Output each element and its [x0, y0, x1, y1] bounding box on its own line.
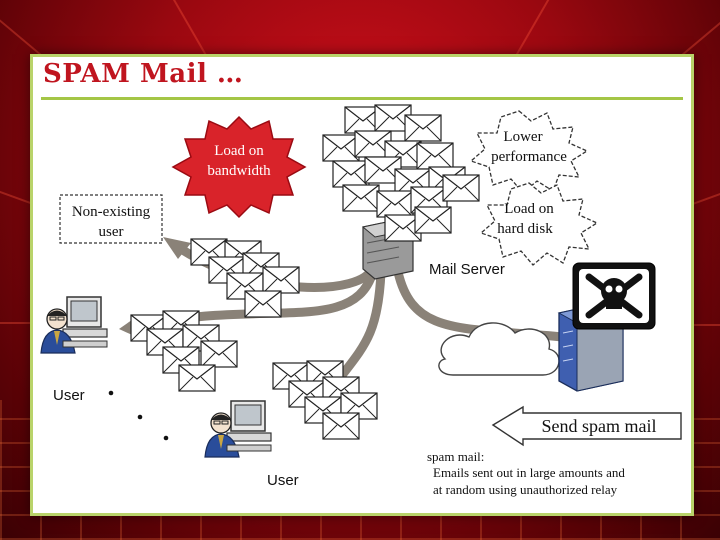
envelope-cluster-bottom [272, 360, 378, 440]
send-spam-label: Send spam mail [542, 416, 657, 436]
cloud-icon [438, 322, 560, 376]
ellipsis-dot [137, 414, 143, 420]
performance-label-2: performance [491, 149, 567, 165]
send-spam-arrow [491, 405, 682, 447]
title-rule [41, 97, 683, 100]
bandwidth-label-1: Load on [214, 143, 264, 159]
envelope-cluster-left-top [190, 238, 300, 318]
user-left-label: User [53, 387, 85, 404]
user-bottom-label: User [267, 472, 299, 489]
user-computer-icon [204, 400, 272, 458]
performance-label-1: Lower [503, 129, 542, 145]
mail-server-label: Mail Server [429, 261, 505, 278]
non-existing-user-box [59, 194, 163, 244]
slide-title: SPAM Mail … [43, 59, 244, 89]
spam-definition-title: spam mail: [427, 449, 484, 464]
hard-disk-label-2: hard disk [497, 221, 553, 237]
spam-definition-line-2: at random using unauthorized relay [433, 482, 618, 497]
ellipsis-dot [163, 435, 169, 441]
non-existing-label-1: Non-existing [72, 204, 151, 220]
ellipsis-dot [108, 390, 114, 396]
non-existing-label-2: user [99, 224, 124, 240]
arrowhead-non-existing [163, 237, 191, 259]
performance-burst [469, 110, 589, 194]
bandwidth-burst [171, 115, 307, 219]
slide: SPAM Mail … [30, 54, 694, 516]
skull-crossbones-icon [572, 262, 656, 330]
spam-definition-line-1: Emails sent out in large amounts and [433, 465, 625, 480]
bandwidth-label-2: bandwidth [207, 163, 271, 179]
user-computer-icon [40, 296, 108, 354]
spam-diagram: Mail Server [40, 104, 682, 497]
envelope-cluster-top [322, 104, 480, 242]
hard-disk-burst [479, 182, 599, 266]
envelope-cluster-left [130, 310, 238, 392]
hard-disk-label-1: Load on [504, 201, 554, 217]
